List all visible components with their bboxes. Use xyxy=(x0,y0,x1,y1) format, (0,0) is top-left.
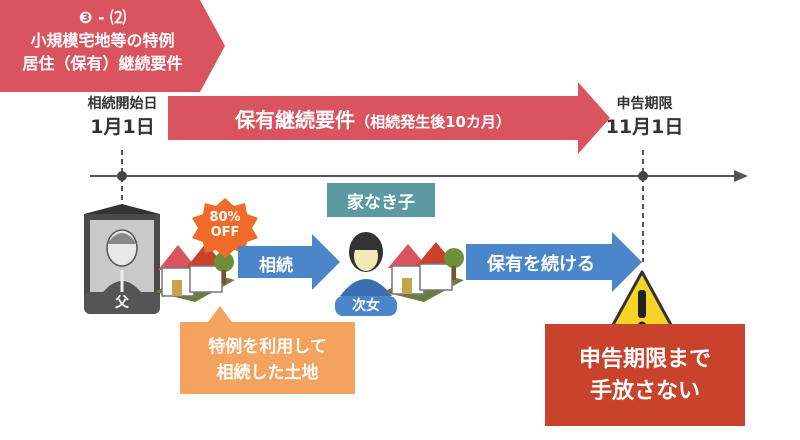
section-badge-text: ❸ - ⑵ 小規模宅地等の特例 居住（保有）継続要件 xyxy=(0,6,205,75)
section-title-line1: 小規模宅地等の特例 xyxy=(30,31,175,50)
start-date-label: 相続開始日 1月1日 xyxy=(70,94,175,140)
deadline-date: 11月1日 xyxy=(605,116,684,138)
requirement-sub: （相続発生後10カ月） xyxy=(355,113,511,131)
father-label: 父 xyxy=(115,295,129,311)
discount-off: OFF xyxy=(210,225,240,240)
deadline-label: 申告期限 xyxy=(616,96,673,112)
start-label: 相続開始日 xyxy=(87,96,158,112)
warning-box: 申告期限まで 手放さない xyxy=(545,324,745,426)
requirement-main: 保有継続要件 xyxy=(235,108,356,132)
discount-text: 80% OFF xyxy=(195,210,255,240)
keep-label: 保有を続ける xyxy=(487,254,595,275)
deadline-marker xyxy=(638,171,648,181)
discount-burst xyxy=(192,198,258,258)
keep-arrow xyxy=(466,232,642,292)
no-house-child-box: 家なき子 xyxy=(327,183,435,217)
land-note-line2: 相続した土地 xyxy=(216,363,319,383)
land-note-pointer xyxy=(208,306,232,322)
house-icon-2 xyxy=(384,242,464,302)
section-title-line2: 居住（保有）継続要件 xyxy=(22,54,183,73)
land-note-line1: 特例を利用して xyxy=(208,337,327,357)
land-note-box: 特例を利用して 相続した土地 xyxy=(180,322,355,394)
section-badge xyxy=(0,0,225,92)
timeline-arrowhead xyxy=(734,170,748,182)
warning-line2: 手放さない xyxy=(589,379,700,404)
daughter-icon xyxy=(340,232,392,296)
house-icon-1 xyxy=(155,243,235,302)
father-label-bg xyxy=(84,292,160,314)
requirement-arrow xyxy=(168,82,610,154)
daughter-label-bg xyxy=(335,296,397,316)
deadline-date-label: 申告期限 11月1日 xyxy=(592,94,697,140)
requirement-text: 保有継続要件（相続発生後10カ月） xyxy=(168,104,578,133)
inherit-label: 相続 xyxy=(259,256,293,276)
start-marker xyxy=(117,171,127,181)
start-date: 1月1日 xyxy=(90,116,155,138)
section-number: ❸ - ⑵ xyxy=(78,8,127,27)
warning-line1: 申告期限まで xyxy=(578,347,711,372)
discount-percent: 80% xyxy=(209,210,241,225)
inherit-arrow xyxy=(238,234,340,290)
father-portrait xyxy=(84,204,160,298)
daughter-label: 次女 xyxy=(352,298,380,314)
